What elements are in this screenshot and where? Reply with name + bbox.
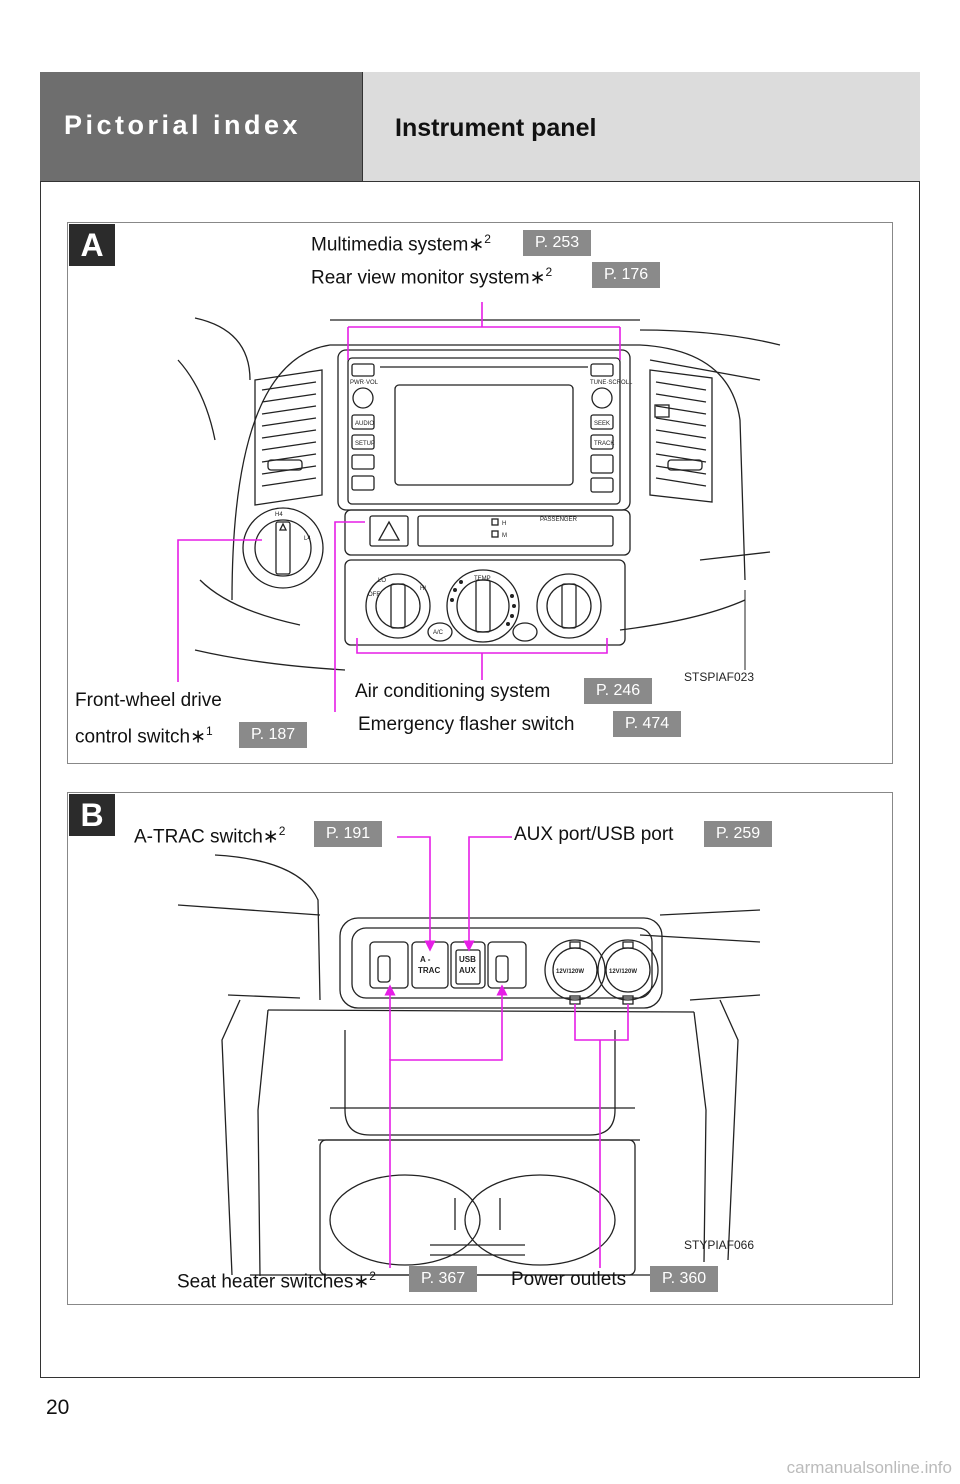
- outlet-text-right: 12V/120W: [609, 969, 637, 975]
- front-wheel-label-line2: control switch∗1: [75, 724, 213, 748]
- outlet-text-left: 12V/120W: [556, 969, 584, 975]
- atrac-page-ref[interactable]: P. 191: [314, 821, 383, 847]
- leader-emergency: [334, 521, 365, 712]
- ac-text: A/C: [433, 630, 444, 636]
- aux-usb-page-ref[interactable]: P. 259: [704, 821, 773, 847]
- l4-text: L4: [304, 536, 311, 542]
- leader-air-conditioning: [356, 638, 608, 680]
- seek-text: SEEK: [594, 421, 610, 427]
- power-outlets-page-ref[interactable]: P. 360: [650, 1266, 719, 1292]
- figure-code-b: STYPIAF066: [684, 1238, 755, 1252]
- front-wheel-page-ref[interactable]: P. 187: [239, 722, 308, 748]
- tune-scroll-text: TUNE·SCROLL: [590, 380, 633, 386]
- seat-heater-label: Seat heater switches∗2: [177, 1269, 376, 1293]
- note-number: 2: [369, 1269, 376, 1283]
- page-number: 20: [46, 1396, 70, 1419]
- panel-a: [67, 222, 893, 764]
- m-text: M: [502, 533, 507, 539]
- front-wheel-label-line1: Front-wheel drive: [75, 690, 222, 711]
- leader-front-wheel: [177, 539, 262, 682]
- off-text: OFF: [368, 592, 380, 598]
- note-number: 2: [484, 232, 491, 246]
- power-outlets-label: Power outlets: [511, 1269, 627, 1290]
- setup-text: SETUP: [355, 441, 375, 447]
- temp-text: TEMP: [474, 576, 491, 582]
- section-title: Pictorial index: [64, 110, 302, 140]
- rear-view-page-ref[interactable]: P. 176: [592, 262, 661, 288]
- footnote-asterisk: ∗: [353, 1271, 370, 1293]
- leader-aux-usb: [463, 836, 512, 952]
- footnote-asterisk: ∗: [190, 726, 207, 748]
- rear-view-label: Rear view monitor system∗2: [311, 265, 553, 289]
- air-conditioning-label: Air conditioning system: [355, 681, 551, 702]
- emergency-flasher-label: Emergency flasher switch: [358, 714, 575, 735]
- atrac-label: A-TRAC switch∗2: [134, 824, 286, 848]
- figure-code-a: STSPIAF023: [684, 670, 755, 684]
- passenger-text: PASSENGER: [540, 517, 578, 523]
- lo-text: LO: [378, 578, 386, 584]
- atrac-bottom-text: TRAC: [418, 966, 440, 975]
- multimedia-label: Multimedia system∗2: [311, 232, 491, 256]
- footnote-asterisk: ∗: [262, 826, 279, 848]
- header-bar: Instrument panel: [363, 72, 920, 182]
- track-text: TRACK: [594, 441, 614, 447]
- pwr-vol-text: PWR·VOL: [350, 380, 379, 386]
- air-conditioning-page-ref[interactable]: P. 246: [584, 678, 653, 704]
- panel-a-badge: A: [69, 224, 115, 266]
- seat-heater-page-ref[interactable]: P. 367: [409, 1266, 478, 1292]
- page-title: Instrument panel: [395, 114, 597, 142]
- panel-b-badge: B: [69, 794, 115, 836]
- emergency-flasher-page-ref[interactable]: P. 474: [613, 711, 682, 737]
- atrac-top-text: A -: [420, 955, 431, 964]
- h-text: H: [502, 521, 506, 527]
- leader-multimedia: [347, 302, 621, 360]
- note-number: 2: [545, 265, 553, 279]
- aux-text: AUX: [459, 966, 477, 975]
- leader-atrac: [397, 836, 436, 952]
- h4-text: H4: [275, 512, 283, 518]
- watermark: carmanualsonline.info: [786, 1458, 952, 1477]
- footnote-asterisk: ∗: [468, 234, 485, 256]
- audio-text: AUDIO: [355, 421, 374, 427]
- note-number: 1: [206, 724, 213, 738]
- leader-seat-heater: [389, 984, 508, 1268]
- usb-text: USB: [459, 955, 476, 964]
- note-number: 2: [278, 824, 286, 838]
- hi-text: HI: [420, 586, 426, 592]
- section-tab: Pictorial index: [40, 72, 363, 182]
- footnote-asterisk: ∗: [529, 267, 546, 289]
- leader-power-outlets: [574, 1004, 629, 1268]
- panel-b: [67, 792, 893, 1305]
- aux-usb-label: AUX port/USB port: [514, 824, 674, 845]
- multimedia-page-ref[interactable]: P. 253: [523, 230, 592, 256]
